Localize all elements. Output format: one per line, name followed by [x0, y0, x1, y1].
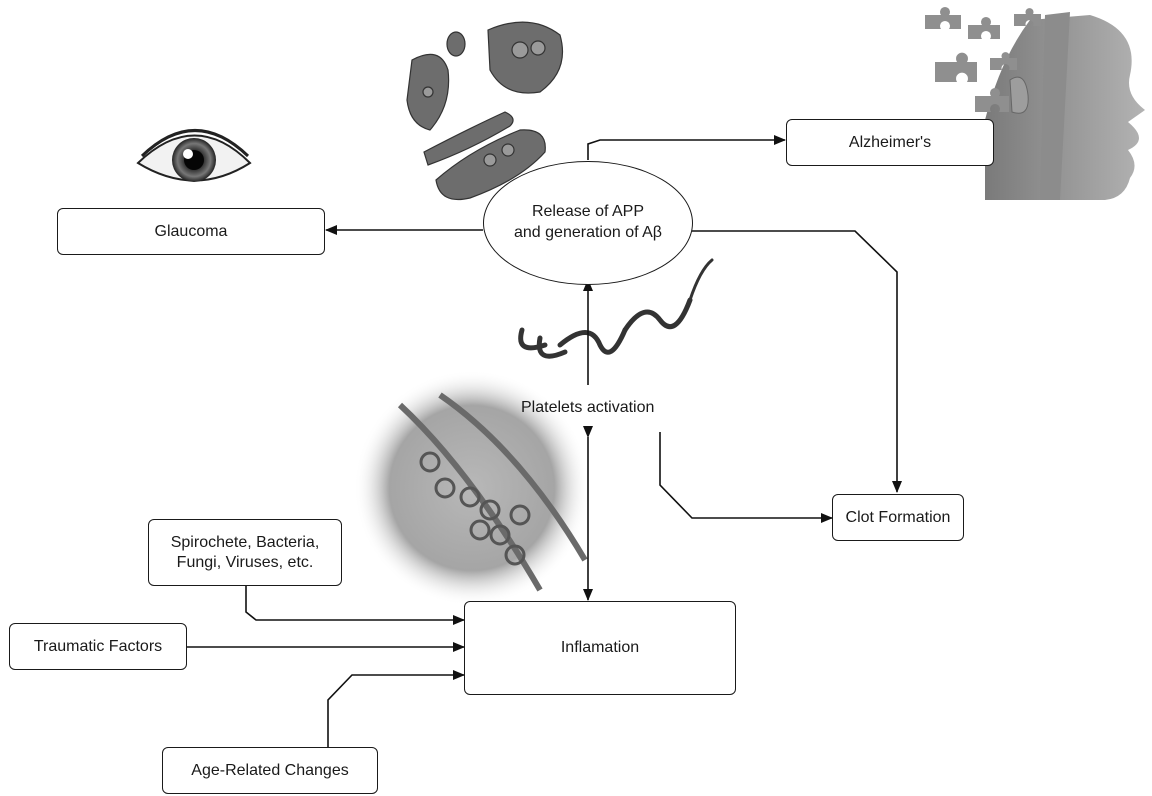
node-traumatic-label: Traumatic Factors — [33, 637, 163, 655]
puzzle-head-image — [925, 7, 1145, 200]
edge-platelets-clot — [659, 432, 833, 523]
node-pathogens-line2: Fungi, Viruses, etc. — [176, 553, 314, 571]
node-inflamation: Inflamation — [464, 601, 736, 695]
node-age: Age-Related Changes — [162, 747, 378, 794]
platelet-cells-image — [406, 21, 564, 201]
edge-age-inflamation — [327, 670, 465, 748]
blood-vessel-micrograph — [354, 370, 590, 606]
node-release-line2: and generation of Aβ — [514, 224, 662, 241]
node-glaucoma: Glaucoma — [57, 208, 325, 255]
node-age-label: Age-Related Changes — [191, 761, 349, 779]
node-platelets: Platelets activation — [521, 399, 655, 416]
node-alzheimers-label: Alzheimer's — [848, 133, 932, 151]
node-pathogens-line1: Spirochete, Bacteria, — [170, 533, 320, 551]
node-clot: Clot Formation — [832, 494, 964, 541]
node-release-line1: Release of APP — [531, 203, 645, 221]
node-inflamation-label: Inflamation — [560, 639, 640, 656]
edge-pathogens-inflamation — [245, 586, 465, 625]
node-clot-label: Clot Formation — [845, 508, 951, 526]
node-traumatic: Traumatic Factors — [9, 623, 187, 670]
node-glaucoma-label: Glaucoma — [154, 222, 228, 240]
eye-icon — [136, 129, 252, 182]
node-alzheimers: Alzheimer's — [786, 119, 994, 166]
edges — [187, 135, 902, 748]
node-release: Release of APP and generation of Aβ — [483, 161, 693, 285]
node-pathogens: Spirochete, Bacteria, Fungi, Viruses, et… — [148, 519, 342, 586]
edge-release-alzheimers — [587, 135, 786, 160]
amyloid-protein-ribbon — [518, 258, 714, 359]
edge-release-clot — [692, 230, 902, 493]
